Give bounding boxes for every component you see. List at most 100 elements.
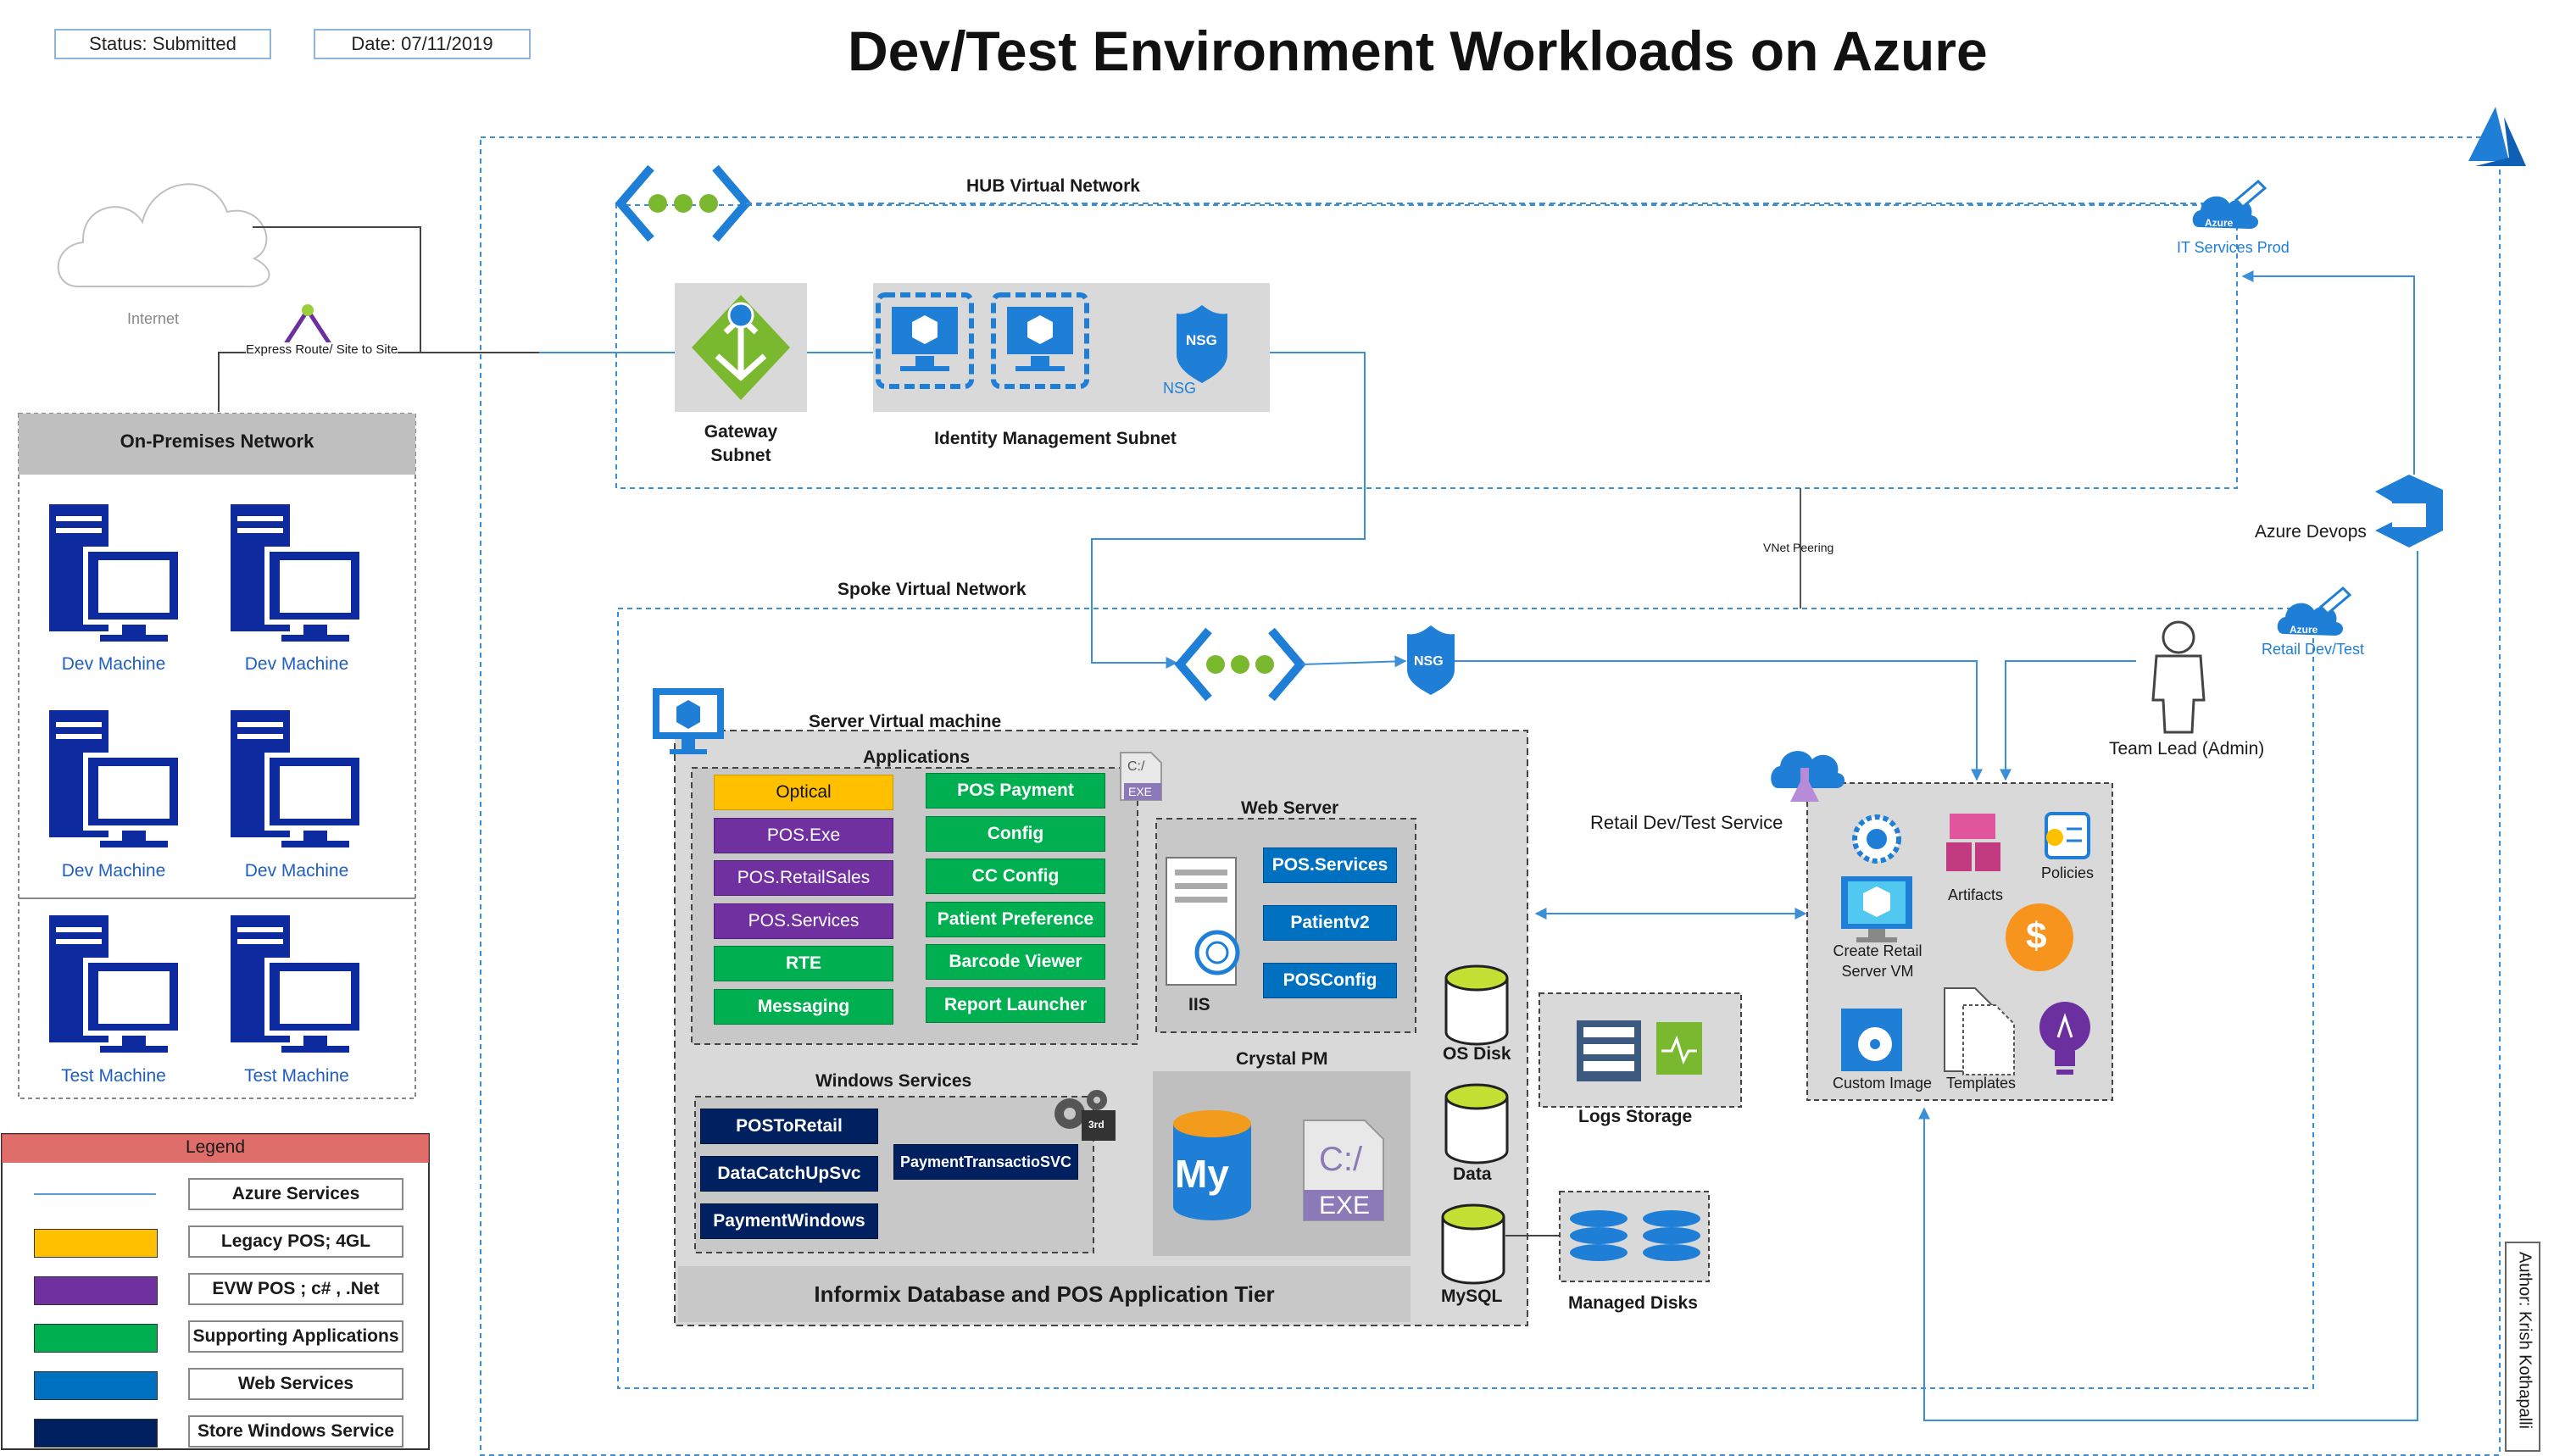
azure-cloud-badge-icon <box>2192 179 2267 229</box>
gear-badge: 3rd <box>1088 1119 1105 1131</box>
gateway-icon <box>692 295 790 400</box>
application-item: Report Launcher <box>926 986 1105 1023</box>
storage-icon <box>1577 1020 1702 1081</box>
application-item: RTE <box>714 946 893 981</box>
hub-vnet-boundary <box>615 204 2238 489</box>
legend-label: Supporting Applications <box>188 1320 403 1353</box>
cloud-icon <box>57 183 270 288</box>
exe-file-icon <box>1120 752 1162 801</box>
templates-icon <box>1944 987 2015 1075</box>
dollar-glyph: $ <box>2026 915 2047 957</box>
application-item: Optical <box>714 775 893 810</box>
legend-label: Legacy POS; 4GL <box>188 1225 403 1258</box>
legend-title: Legend <box>185 1137 246 1157</box>
web-server-title: Web Server <box>1241 798 1339 818</box>
server-vm-title: Server Virtual machine <box>809 712 1002 731</box>
tier-footer-bar <box>678 1266 1411 1322</box>
exe-glyph: C:/ <box>1319 1141 1363 1178</box>
exe-badge: EXE <box>1319 1192 1371 1220</box>
virtual-machine-icon <box>876 292 974 389</box>
policies-label: Policies <box>2041 864 2095 881</box>
author-box <box>2505 1242 2540 1452</box>
legend-row: EVW POS ; c# , .Net <box>2 1270 426 1307</box>
azure-cloud-badge-icon <box>2277 586 2352 636</box>
application-item: POS.RetailSales <box>714 860 893 896</box>
nsg-icon-text: NSG <box>1414 654 1444 669</box>
custom-image-label: Custom Image <box>1833 1075 1933 1092</box>
it-services-label: IT Services Prod <box>2177 239 2290 256</box>
gateway-subnet-label: Gateway Subnet <box>704 422 778 465</box>
custom-image-icon <box>1841 1009 1902 1071</box>
status-badge: Status: Submitted <box>54 29 271 59</box>
applications-title: Applications <box>863 747 971 767</box>
windows-service-item: PaymentWindows <box>700 1203 878 1239</box>
legend-swatch <box>34 1419 158 1448</box>
nsg-icon-text: NSG <box>1186 332 1217 348</box>
gear-icon <box>1054 1090 1116 1141</box>
legend-label: Store Windows Service <box>188 1415 403 1448</box>
application-item: Patient Preference <box>926 901 1105 937</box>
spoke-vnet-icon <box>1174 627 1306 702</box>
legend-row: Legacy POS; 4GL <box>2 1222 426 1259</box>
legend-swatch <box>34 1371 158 1400</box>
nsg-shield-icon <box>1177 305 1227 383</box>
data-disk-label: Data <box>1453 1164 1492 1184</box>
cost-dollar-icon <box>2006 903 2073 971</box>
artifacts-icon <box>1946 814 2000 871</box>
exe-glyph: C:/ <box>1127 759 1145 774</box>
logs-storage-label: Logs Storage <box>1578 1107 1693 1126</box>
os-disk-icon <box>1444 964 1509 1046</box>
devtest-labs-icon <box>1771 751 1845 802</box>
application-item: Messaging <box>714 988 893 1025</box>
legend-label: Web Services <box>188 1368 403 1400</box>
azure-logo-icon <box>2468 107 2526 166</box>
legend-label: Azure Services <box>188 1178 403 1210</box>
artifacts-label: Artifacts <box>1948 886 2004 903</box>
machine-label: Dev Machine <box>244 861 349 881</box>
legend-row: Web Services <box>2 1364 426 1402</box>
web-service-item: Patientv2 <box>1263 905 1397 941</box>
legend-swatch <box>34 1276 158 1305</box>
create-vm-label: Create Retail Server VM <box>1833 942 1922 980</box>
create-vm-icon <box>1841 876 1912 942</box>
web-service-item: POSConfig <box>1263 963 1397 998</box>
application-item: Config <box>926 815 1105 852</box>
legend-row: Supporting Applications <box>2 1317 426 1354</box>
team-lead-label: Team Lead (Admin) <box>2109 739 2265 759</box>
legend-row: Azure Services <box>2 1175 426 1212</box>
application-item: Barcode Viewer <box>926 944 1105 980</box>
hub-vnet-title: HUB Virtual Network <box>966 176 1140 196</box>
machine-label: Dev Machine <box>244 654 349 674</box>
legend-swatch <box>34 1193 156 1195</box>
settings-gear-icon <box>1852 814 1901 864</box>
legend-row: Store Windows Service <box>2 1412 426 1449</box>
page-title: Dev/Test Environment Workloads on Azure <box>848 19 1988 82</box>
machine-label: Dev Machine <box>61 861 166 881</box>
web-service-item: POS.Services <box>1263 847 1397 883</box>
application-item: POS.Services <box>714 903 893 939</box>
hub-vnet-icon <box>615 164 752 242</box>
date-badge: Date: 07/11/2019 <box>314 29 531 59</box>
machine-label: Test Machine <box>61 1066 166 1086</box>
machine-label: Test Machine <box>244 1066 349 1086</box>
managed-disks-label: Managed Disks <box>1568 1293 1698 1313</box>
mysql-icon <box>1173 1110 1251 1220</box>
express-route-label: Express Route/ Site to Site <box>246 342 398 357</box>
machine-label: Dev Machine <box>61 654 166 674</box>
windows-service-item: DataCatchUpSvc <box>700 1156 878 1192</box>
windows-service-item: POSToRetail <box>700 1109 878 1144</box>
application-item: POS Payment <box>926 773 1105 809</box>
legend-swatch <box>34 1324 158 1353</box>
azure-devops-icon <box>2375 475 2443 547</box>
application-item: POS.Exe <box>714 817 893 853</box>
mysql-disk-icon <box>1441 1203 1505 1285</box>
application-item: CC Config <box>926 859 1105 894</box>
windows-service-item: PaymentTransactioSVC <box>893 1144 1078 1180</box>
mysql-glyph: My <box>1175 1152 1229 1196</box>
retail-devtest-label: Retail Dev/Test <box>2262 641 2365 658</box>
